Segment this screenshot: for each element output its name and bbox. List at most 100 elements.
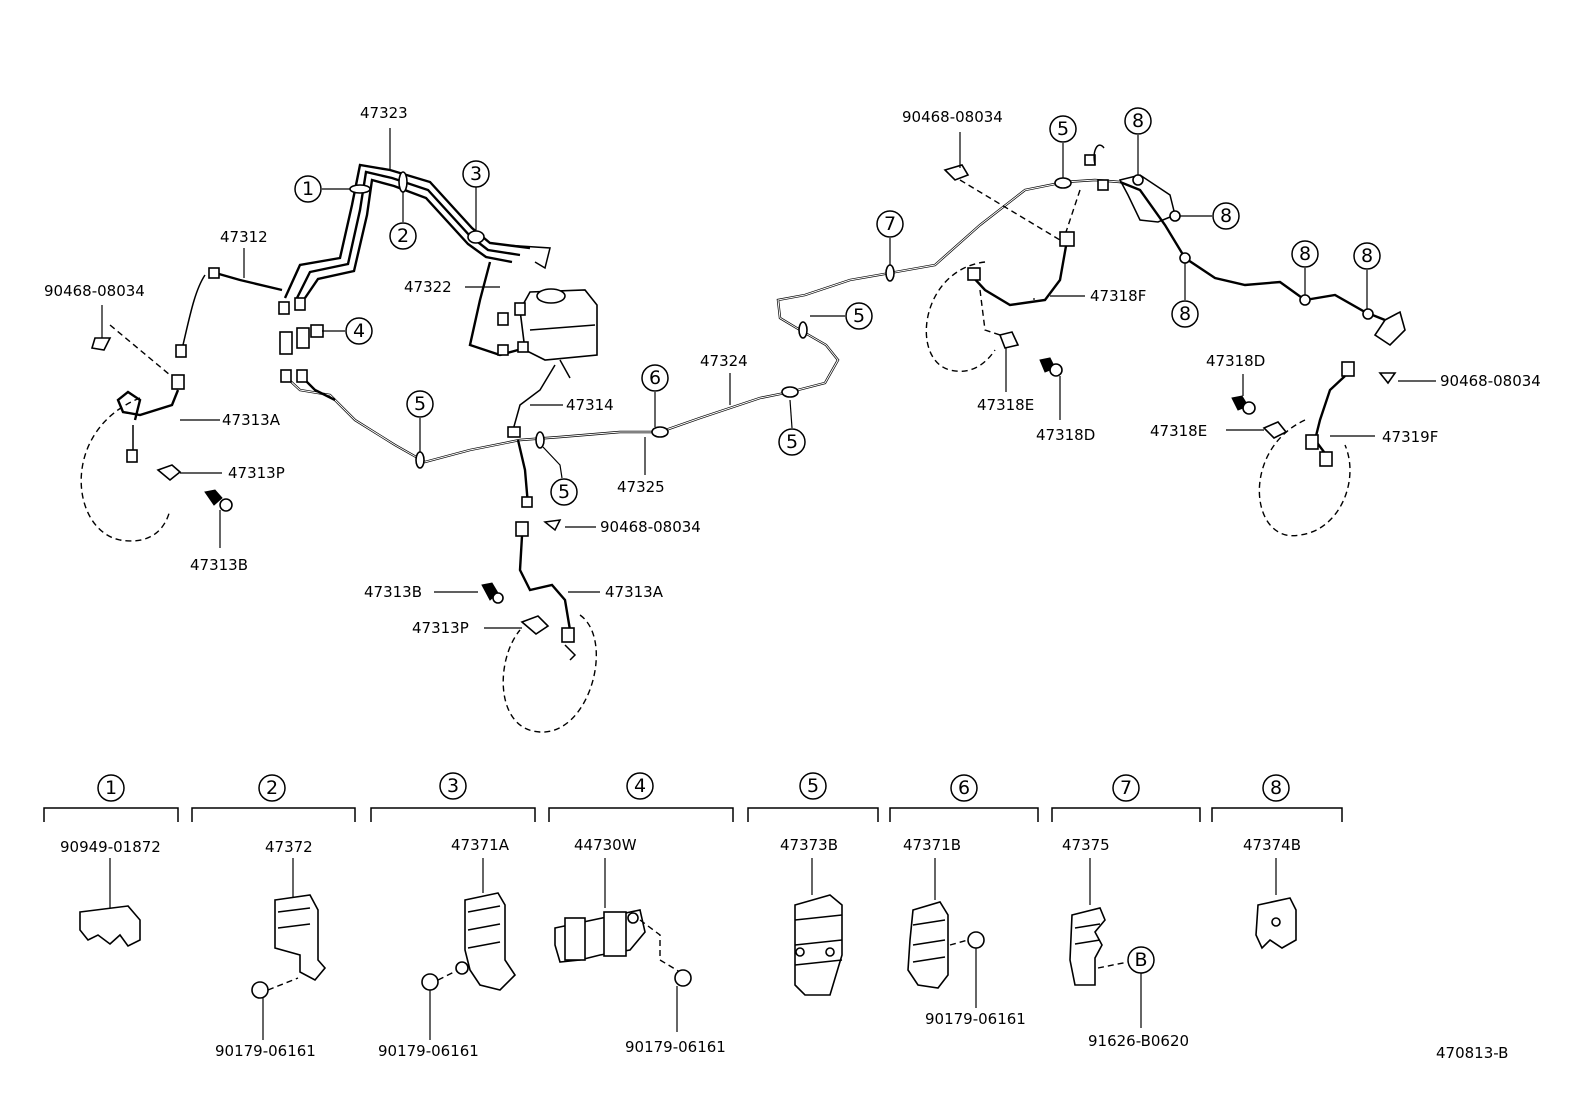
group-callout-number: 6 xyxy=(958,777,970,799)
callout-7-upper: 7 xyxy=(876,210,904,238)
label-47319F: 47319F xyxy=(1382,428,1438,446)
group-callout-number: 5 xyxy=(807,775,819,797)
label-90468-08034-center: 90468-08034 xyxy=(600,518,701,536)
callout-8-upper-d: 8 xyxy=(1291,240,1319,268)
upper-part-labels: 47323 47312 90468-08034 47313A 47313P 47… xyxy=(44,104,1541,637)
clamp-7-icon xyxy=(1069,907,1106,986)
bolt-icon xyxy=(674,969,692,987)
clamp-3-icon xyxy=(464,892,517,991)
label-90468-08034-top: 90468-08034 xyxy=(902,108,1003,126)
label-90468-08034-right: 90468-08034 xyxy=(1440,372,1541,390)
callout-number: 8 xyxy=(1179,303,1191,325)
callout-5-upper-d: 5 xyxy=(845,302,873,330)
callout-8-upper-c: 8 xyxy=(1171,300,1199,328)
label-47314: 47314 xyxy=(566,396,614,414)
label-47313P-center: 47313P xyxy=(412,619,469,637)
clamp-part-number: 47371B xyxy=(903,836,961,854)
callout-2-upper: 2 xyxy=(389,222,417,250)
callout-number: 8 xyxy=(1299,243,1311,265)
callout-number: 5 xyxy=(786,431,798,453)
rear-bracket xyxy=(1093,144,1176,223)
bolt-part-number: 90179-06161 xyxy=(215,1042,316,1060)
label-47313P-left: 47313P xyxy=(228,464,285,482)
callout-number: 1 xyxy=(302,178,314,200)
label-47318E-center: 47318E xyxy=(977,396,1034,414)
label-47324: 47324 xyxy=(700,352,748,370)
label-47313B-left: 47313B xyxy=(190,556,248,574)
label-47318F: 47318F xyxy=(1090,287,1146,305)
bolt-icon xyxy=(251,981,269,999)
label-47318D-right: 47318D xyxy=(1206,352,1265,370)
clamp-part-number: 90949-01872 xyxy=(60,838,161,856)
clamp-group-1: 1 90949-01872 xyxy=(43,774,179,948)
clamp-group-8: 8 47374B xyxy=(1211,774,1343,950)
callout-number: 5 xyxy=(853,305,865,327)
rear-left-hose-group xyxy=(925,164,1081,377)
bolt-part-number: 90179-06161 xyxy=(625,1038,726,1056)
center-front-hose-group xyxy=(481,519,597,733)
clamp-part-number: 47372 xyxy=(265,838,313,856)
label-47318D-center: 47318D xyxy=(1036,426,1095,444)
callout-number: 3 xyxy=(470,163,482,185)
label-47313A-left: 47313A xyxy=(222,411,281,429)
label-47313B-center: 47313B xyxy=(364,583,422,601)
callout-number: 4 xyxy=(353,320,365,342)
clamp-part-number: 47371A xyxy=(451,836,510,854)
callout-8-upper-e: 8 xyxy=(1353,242,1381,270)
callout-8-upper-a: 8 xyxy=(1124,107,1152,135)
clamp-group-5: 5 47373B xyxy=(747,772,879,996)
callout-5-upper-a: 5 xyxy=(406,390,434,418)
clamp-part-number: 44730W xyxy=(574,836,637,854)
callout-6-upper: 6 xyxy=(641,364,669,392)
label-47322: 47322 xyxy=(404,278,452,296)
clamp-5-icon xyxy=(794,894,843,996)
callout-5-upper-b: 5 xyxy=(550,478,578,506)
rear-right-hose-group xyxy=(1231,310,1406,537)
callout-3-upper: 3 xyxy=(462,160,490,188)
callout-number: 5 xyxy=(558,481,570,503)
diagram-code: 470813-B xyxy=(1436,1044,1508,1062)
clamp-group-7: 7 47375 B 91626-B0620 xyxy=(1051,774,1201,1050)
group-callout-number: 2 xyxy=(266,777,278,799)
callout-number: 6 xyxy=(649,367,661,389)
callout-5-upper-c: 5 xyxy=(778,428,806,456)
callout-1-upper: 1 xyxy=(294,175,322,203)
group-callout-number: 7 xyxy=(1120,777,1132,799)
bolt-icon xyxy=(967,931,985,949)
callout-number: 2 xyxy=(397,225,409,247)
callout-number: 8 xyxy=(1361,245,1373,267)
label-47325: 47325 xyxy=(617,478,665,496)
bolt-part-number: 90179-06161 xyxy=(378,1042,479,1060)
callout-number: 5 xyxy=(1057,118,1069,140)
group-callout-number: 3 xyxy=(447,775,459,797)
group-callout-number: 8 xyxy=(1270,777,1282,799)
clamp-group-4: 4 44730W 90179-06161 xyxy=(548,772,734,1056)
clamp-group-6: 6 47371B 90179-06161 xyxy=(889,774,1039,1028)
label-47312: 47312 xyxy=(220,228,268,246)
clamp-group-2: 2 47372 90179-06161 xyxy=(191,774,356,1060)
group-callout-number: 1 xyxy=(105,777,117,799)
clamp-2-icon xyxy=(274,894,327,982)
master-cylinder-reservoir xyxy=(519,288,598,379)
left-front-hose-group xyxy=(80,324,233,542)
bolt-icon xyxy=(421,973,439,991)
clamp-1-icon xyxy=(79,905,141,948)
clamp-part-number: 47373B xyxy=(780,836,838,854)
label-90468-08034-left: 90468-08034 xyxy=(44,282,145,300)
bolt-part-number: 90179-06161 xyxy=(925,1010,1026,1028)
callout-number: 5 xyxy=(414,393,426,415)
callout-number: 8 xyxy=(1220,205,1232,227)
clamp-part-number: 47374B xyxy=(1243,836,1301,854)
callout-letter: B xyxy=(1134,949,1147,971)
pipe-fittings xyxy=(175,154,1109,508)
leader-lines xyxy=(101,128,1436,629)
label-47323: 47323 xyxy=(360,104,408,122)
callout-number: 8 xyxy=(1132,110,1144,132)
callout-5-upper-e: 5 xyxy=(1049,115,1077,143)
rivet-part-number: 91626-B0620 xyxy=(1088,1032,1189,1050)
clamp-group-3: 3 47371A 90179-06161 xyxy=(370,772,536,1060)
callout-4-upper: 4 xyxy=(345,317,373,345)
callout-number: 7 xyxy=(884,213,896,235)
clamp-part-number: 47375 xyxy=(1062,836,1110,854)
